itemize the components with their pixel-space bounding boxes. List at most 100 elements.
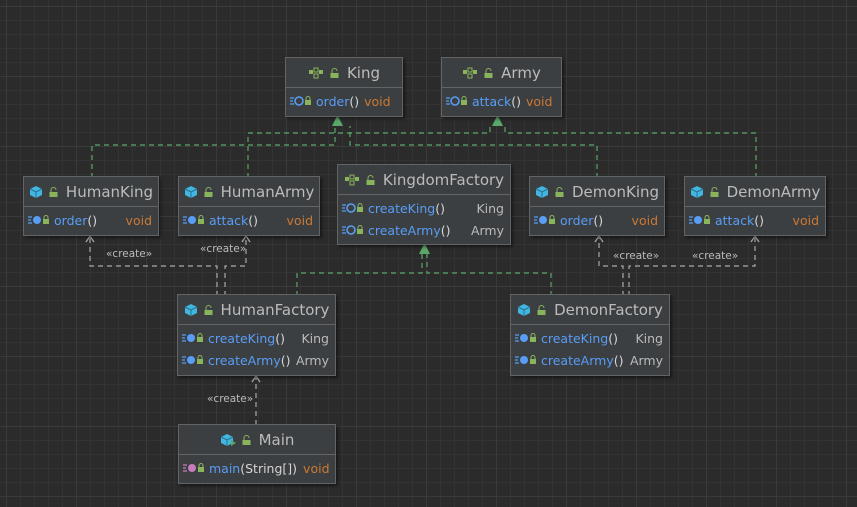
open-arrow-demonarmy [750,234,760,243]
node-header: HumanArmy [179,177,319,207]
method-name: order [560,212,594,228]
method-row[interactable]: createArmy () Army [178,349,335,371]
method-icon [446,95,468,107]
method-row[interactable]: order () void [530,209,664,231]
method-icon [182,354,204,366]
method-params: () [608,330,618,346]
interface-icon [308,67,324,79]
lock-icon [330,64,339,82]
node-army[interactable]: Army attack () void [441,57,562,117]
method-row[interactable]: createKing () King [338,197,510,219]
node-title: DemonKing [571,182,660,201]
method-type: void [125,212,152,228]
method-row[interactable]: createArmy () Army [511,349,669,371]
method-params: () [248,212,258,228]
node-king[interactable]: King order () void [285,57,403,117]
node-header: DemonFactory [511,295,669,325]
interface-icon [462,67,478,79]
create-label: «create» [692,250,739,262]
node-kingdomfactory[interactable]: KingdomFactory createKing () King create… [337,164,511,245]
method-row[interactable]: order () void [24,209,158,231]
lock-icon [242,431,251,449]
edge-humanfactory-humanking [89,238,218,296]
open-arrow-demonking [594,234,604,243]
node-title: HumanFactory [220,300,330,319]
method-name: createKing [368,200,436,216]
open-arrow-humanarmy [241,234,251,243]
method-type: void [303,460,330,476]
class-icon [184,185,198,199]
class-icon [29,185,43,199]
node-header: Main [179,425,335,455]
method-type: void [792,212,819,228]
method-params: (String[]) [240,460,298,476]
node-demonfactory[interactable]: DemonFactory createKing () King createAr… [510,294,670,376]
edge-demonfactory-demonking [598,238,624,296]
edge-demonfactory-kingdomfactory [426,254,552,296]
lock-icon [204,301,213,319]
method-row[interactable]: createArmy () Army [338,219,510,241]
node-title: KingdomFactory [382,170,505,189]
node-humanarmy[interactable]: HumanArmy attack () void [178,176,320,236]
node-header: Army [442,58,561,88]
method-row[interactable]: createKing () King [178,327,335,349]
class-icon [690,185,704,199]
method-params: () [280,352,291,368]
method-params: () [440,222,451,238]
method-type: void [364,93,391,109]
method-icon [515,332,537,344]
node-header: KingdomFactory [338,165,510,195]
method-name: attack [209,212,249,228]
method-params: () [435,200,445,216]
method-type: void [631,212,658,228]
node-humanfactory[interactable]: HumanFactory createKing () King createAr… [177,294,336,376]
method-type: void [286,212,313,228]
lock-icon [204,183,213,201]
edge-demonking-king [349,126,598,178]
method-params: () [754,212,764,228]
method-row[interactable]: attack () void [179,209,319,231]
method-type: Army [629,352,663,368]
method-params: () [593,212,604,228]
method-type: King [635,330,663,346]
method-type: King [476,200,504,216]
create-label: «create» [207,393,254,405]
node-main[interactable]: Main main (String[]) void [178,424,336,484]
method-icon [342,224,364,236]
method-name: createArmy [208,352,281,368]
method-row[interactable]: attack () void [442,90,561,112]
node-header: King [286,58,402,88]
method-name: order [54,212,88,228]
node-humanking[interactable]: HumanKing order () void [23,176,159,236]
method-row[interactable]: main (String[]) void [179,457,335,479]
method-row[interactable]: order () void [286,90,402,112]
node-demonking[interactable]: DemonKing order () void [529,176,665,236]
edge-humanfactory-kingdomfactory [296,254,423,296]
method-params: () [87,212,98,228]
node-title: King [346,63,381,82]
create-label: «create» [200,243,247,255]
method-type: Army [295,352,329,368]
interface-icon [344,174,360,186]
method-type: King [301,330,329,346]
lock-icon [484,64,493,82]
node-header: HumanKing [24,177,158,207]
static-method-icon [183,462,205,474]
node-title: HumanKing [65,182,154,201]
method-name: createArmy [541,352,614,368]
open-arrow-humanfactory [251,374,261,383]
edge-humanfactory-humanarmy [224,238,247,296]
edge-demonarmy-army [504,126,757,178]
method-params: () [349,93,360,109]
method-row[interactable]: attack () void [685,209,825,231]
method-row[interactable]: createKing () King [511,327,669,349]
node-title: DemonArmy [726,182,821,201]
node-header: HumanFactory [178,295,335,325]
method-name: createArmy [368,222,441,238]
method-name: attack [472,93,512,109]
node-demonarmy[interactable]: DemonArmy attack () void [684,176,826,236]
method-params: () [511,93,521,109]
main-class-icon [220,433,236,447]
method-icon [290,95,312,107]
create-label: «create» [613,250,660,262]
